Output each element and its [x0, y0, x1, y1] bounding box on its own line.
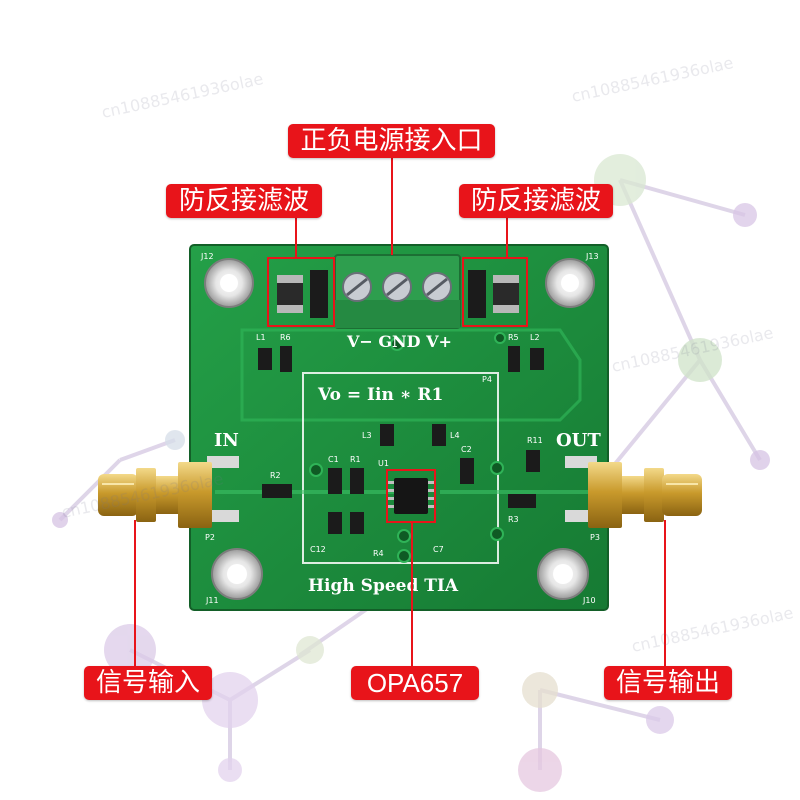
mounting-hole-tr [545, 258, 595, 308]
filter-components-right [462, 257, 528, 327]
callout-leaders [134, 158, 666, 666]
ref-c12: C12 [310, 545, 326, 554]
hole-label-j12: J12 [200, 252, 214, 261]
power-pins-label: V− GND V+ [346, 332, 452, 351]
sma-connector-output [588, 462, 702, 528]
callout-opamp: OPA657 [351, 666, 479, 700]
ref-r3: R3 [508, 515, 519, 524]
background-nodes [52, 154, 770, 792]
filter-components-left [267, 257, 335, 327]
out-label: OUT [556, 430, 601, 451]
ref-c2: C2 [461, 445, 472, 454]
callout-signal-input: 信号输入 [84, 666, 212, 700]
vias [309, 332, 506, 563]
ref-r11: R11 [527, 436, 543, 445]
sma-connector-input [98, 462, 212, 528]
ref-l2: L2 [530, 333, 540, 342]
ref-r4: R4 [373, 549, 384, 558]
board-title: High Speed TIA [308, 576, 459, 596]
callout-reverse-filter-right: 防反接滤波 [459, 184, 613, 218]
ref-l4: L4 [450, 431, 460, 440]
mounting-hole-br [537, 548, 589, 600]
ref-r5: R5 [508, 333, 519, 342]
ref-l1: L1 [256, 333, 266, 342]
hole-label-j10: J10 [582, 596, 596, 605]
ref-p2: P2 [205, 533, 215, 542]
hole-label-j13: J13 [585, 252, 599, 261]
opamp-chip [386, 469, 436, 523]
in-label: IN [214, 430, 239, 451]
callout-signal-output: 信号输出 [604, 666, 732, 700]
ref-p3: P3 [590, 533, 600, 542]
hole-label-j11: J11 [205, 596, 219, 605]
mounting-hole-tl [204, 258, 254, 308]
power-terminal-block [334, 254, 461, 329]
formula-label: Vo = Iin ∗ R1 [317, 385, 443, 405]
smd-parts [258, 346, 544, 534]
ref-r2: R2 [270, 471, 281, 480]
ref-p4: P4 [482, 375, 492, 384]
callout-power-input: 正负电源接入口 [288, 124, 495, 158]
ref-l3: L3 [362, 431, 372, 440]
ref-c1: C1 [328, 455, 339, 464]
callout-reverse-filter-left: 防反接滤波 [166, 184, 322, 218]
ref-c7: C7 [433, 545, 444, 554]
pcb-board: V− GND V+ Vo = Iin ∗ R1 High Speed TIA I… [189, 244, 609, 611]
mounting-hole-bl [211, 548, 263, 600]
ref-u1: U1 [378, 459, 389, 468]
ref-r6: R6 [280, 333, 291, 342]
ref-r1: R1 [350, 455, 361, 464]
